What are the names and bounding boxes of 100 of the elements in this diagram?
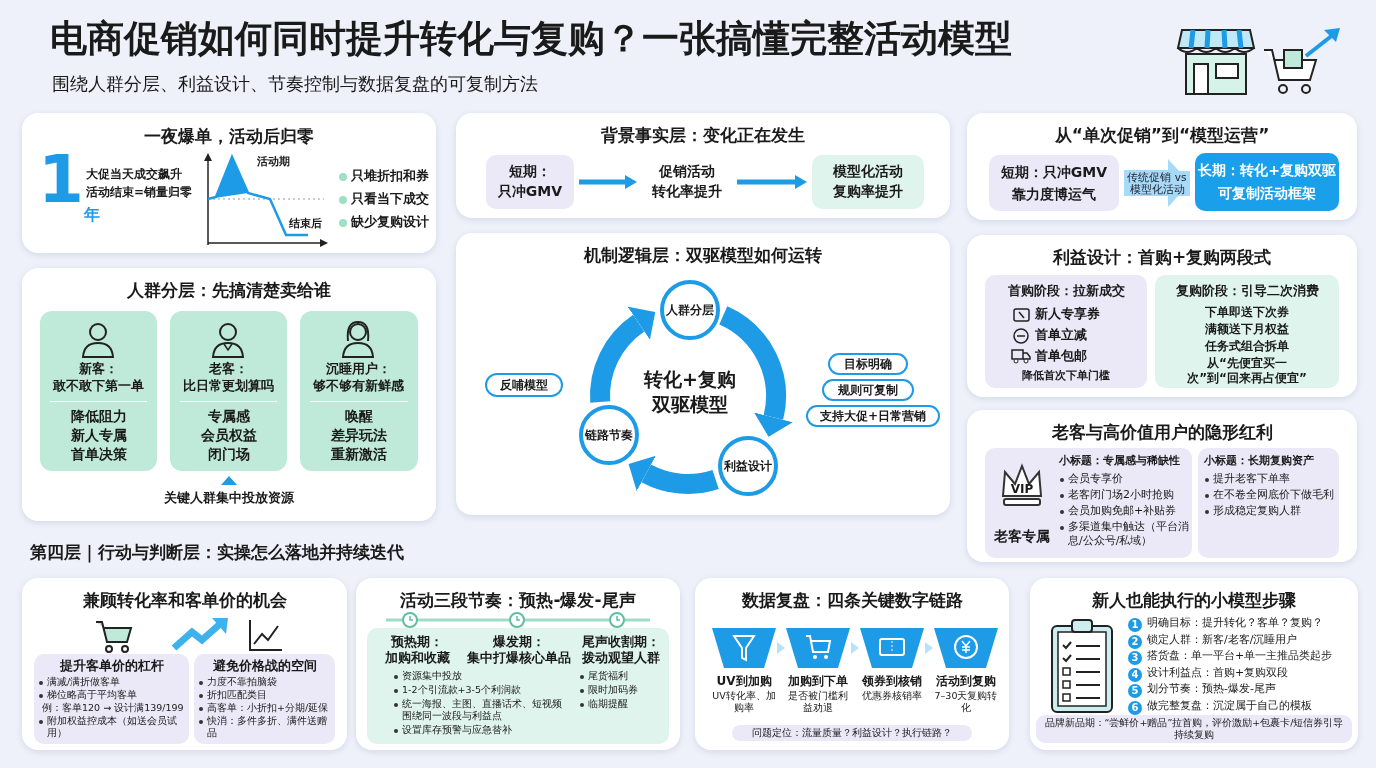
big-number: 1 [38, 147, 84, 213]
list-item: 降低阻力 [69, 408, 128, 426]
panel-card [22, 268, 436, 521]
model-circle [660, 280, 720, 340]
step-number: 2 [1128, 634, 1142, 649]
list-item: 新人专属 [69, 427, 128, 445]
phase-title: 集中打爆核心单品 [466, 650, 572, 667]
note-pill: 品牌新品期：“尝鲜价+赠品”拉首购，评价激励+包裹卡/短信券引导持续复购 [1036, 715, 1352, 743]
note-pill: 问题定位：流量质量？利益设计？执行链路？ [732, 725, 972, 741]
center-text: 双驱模型 [650, 393, 729, 417]
panel-card [22, 113, 436, 253]
statement-text: 活动结束=销量归零 [86, 185, 194, 200]
pill-text: 目标明确 [843, 356, 893, 373]
tag-pill [828, 353, 908, 375]
step-text: 搭货盘：单一平台+单一主推品类起步 [1147, 649, 1334, 663]
bullet-item: 尾货福利 [579, 670, 665, 682]
list-item: 首单决策 [69, 446, 128, 464]
panel-title: 活动三段节奏：预热-爆发-尾声 [399, 590, 637, 612]
list-item: 专属感 [206, 408, 251, 426]
bullet-item: 设置库存预警与应急替补 [393, 724, 569, 736]
phase-title: 加购和收藏 [383, 650, 451, 667]
bullet-item: 老客闭门场2小时抢购 [1059, 488, 1189, 502]
panel-card [456, 113, 950, 218]
step-title: 领券到核销 [860, 674, 923, 689]
benefit-item: 从“先便宜买一次”到“回来再占便宜” [1186, 356, 1308, 386]
stage-text: 促销活动 [658, 163, 716, 181]
step-metric: 是否被门槛利益劝退 [787, 690, 849, 714]
phase-box [367, 628, 669, 744]
panel-title: 从“单次促销”到“模型运营” [1053, 125, 1271, 147]
list-item: 闭门场 [206, 446, 251, 464]
box-text: 复购率提升 [832, 183, 904, 201]
list-item: 唤醒 [343, 408, 374, 426]
crown-text: VIP [1009, 482, 1035, 497]
subtitle-text: 围绕人群分层、利益设计、节奏控制与数据复盘的可复制方法 [52, 72, 538, 96]
arrow [579, 175, 637, 189]
box-text: 靠力度博运气 [1011, 186, 1097, 204]
panel-card [967, 113, 1357, 220]
pill-text: 规则可复制 [837, 382, 899, 399]
panel-card [967, 235, 1357, 397]
bullet-item: 附加权益控成本（如送会员试用） [38, 715, 188, 739]
step-metric: 7–30天复购转化 [934, 690, 998, 714]
bullet-item: 会员加购免邮+补贴券 [1059, 504, 1189, 518]
benefit-box [985, 275, 1147, 388]
box-text: 可复制活动框架 [1217, 185, 1317, 203]
step-number: 3 [1128, 651, 1142, 665]
bullet-item: 提升老客下单率 [1204, 472, 1336, 486]
benefit-box [1155, 275, 1339, 388]
info-box [985, 448, 1192, 558]
panel-title: 一夜爆单，活动后归零 [143, 126, 315, 148]
bullet-item: 梯位略高于平均客单 [38, 689, 188, 701]
box-text: 短期： [508, 163, 552, 181]
list-item: 差异玩法 [329, 427, 388, 445]
step-number: 1 [1128, 618, 1142, 632]
pill-text: 反哺模型 [499, 377, 549, 394]
panel-title: 背景事实层：变化正在发生 [600, 125, 806, 147]
benefit-item: 首单包邮 [1035, 348, 1088, 365]
vip-label: 老客专属 [993, 528, 1051, 546]
info-box [194, 654, 335, 744]
tag-pill [806, 405, 940, 427]
info-box [34, 654, 189, 744]
strategy-box [1195, 153, 1339, 211]
card-subtitle: 够不够有新鲜感 [312, 378, 405, 395]
panel-title: 兼顾转化率和客单价的机会 [81, 590, 288, 612]
unit-label: 年 [84, 205, 101, 225]
statement-text: 大促当天成交飙升 [86, 167, 183, 182]
card-subtitle: 比日常更划算吗 [182, 378, 275, 395]
page-title: 电商促销如何同时提升转化与复购？一张搞懂完整活动模型 [50, 16, 1012, 62]
arrow [774, 642, 785, 654]
bullet-item: 临期提醒 [579, 698, 665, 710]
panel-title: 人群分层：先搞清楚卖给谁 [126, 280, 332, 302]
bullet-item: 折扣匹配类目 [198, 689, 334, 701]
benefit-item: 任务式组合拆单 [1204, 339, 1290, 354]
panel-title: 老客与高价值用户的隐形红利 [1050, 422, 1274, 444]
step-text: 做完整复盘：沉淀属于自己的模板 [1147, 698, 1313, 713]
panel-title: 数据复盘：四条关键数字链路 [740, 590, 964, 612]
box-text: 模型化活动 [832, 163, 904, 181]
panel-card [1030, 578, 1358, 750]
bullet-item: 形成稳定复购人群 [1204, 504, 1336, 518]
box-title: 避免价格战的空间 [211, 658, 318, 675]
tag-pill [485, 373, 563, 397]
step-text: 设计利益点：首购+复购双段 [1147, 665, 1290, 680]
bullet-item: 资源集中投放 [393, 670, 569, 682]
panel-title: 利益设计：首购+复购两段式 [1051, 247, 1273, 269]
model-circle [718, 436, 778, 496]
step-metric: 优惠券核销率 [861, 690, 923, 702]
model-circle [579, 405, 639, 465]
subheading: 小标题：专属感与稀缺性 [1059, 454, 1181, 468]
bullet-item: 力度不靠拍脑袋 [198, 676, 334, 688]
box-text: 长期：转化+复购双驱 [1197, 162, 1337, 180]
section-heading: 第四层｜行动与判断层：实操怎么落地并持续迭代 [30, 541, 404, 564]
benefit-item: 满额送下月权益 [1204, 322, 1290, 337]
step-metric: UV转化率、加购率 [712, 690, 776, 714]
phase-title: 尾声收割期： [581, 634, 661, 651]
bullet-item: 在不卷全网底价下做毛利 [1204, 488, 1336, 502]
box-title: 首购阶段：拉新成交 [1006, 283, 1126, 300]
bullet-item: 会员专享价 [1059, 472, 1189, 486]
box-title: 提升客单价的杠杆 [58, 658, 165, 675]
step-title: 加购到下单 [787, 674, 849, 689]
box-text: 短期：只冲GMV [999, 164, 1109, 182]
card-title: 老客： [208, 361, 249, 378]
